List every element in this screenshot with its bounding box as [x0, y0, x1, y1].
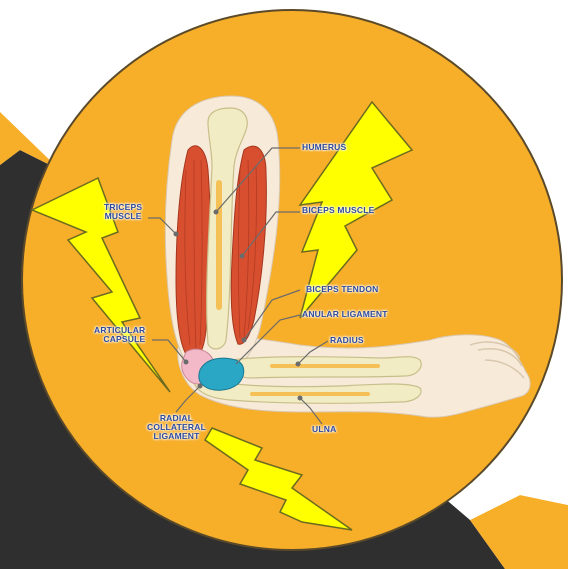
- label-humerus: HUMERUS: [302, 143, 346, 152]
- label-triceps-line2: MUSCLE: [104, 212, 142, 221]
- label-triceps-muscle: TRICEPS MUSCLE: [104, 203, 142, 221]
- label-articular-capsule: ARTICULAR CAPSULE: [94, 326, 145, 344]
- label-ulna: ULNA: [312, 425, 336, 434]
- label-biceps-muscle: BICEPS MUSCLE: [302, 206, 375, 215]
- radius-marrow: [270, 364, 380, 368]
- label-radial-collateral-ligament: RADIAL COLLATERAL LIGAMENT: [147, 414, 206, 441]
- label-radius: RADIUS: [330, 336, 364, 345]
- label-articular-line2: CAPSULE: [94, 335, 145, 344]
- label-radial-line3: LIGAMENT: [147, 432, 206, 441]
- label-biceps-tendon: BICEPS TENDON: [306, 285, 379, 294]
- ulna-marrow: [250, 392, 370, 396]
- humerus-marrow: [216, 180, 222, 310]
- label-anular-ligament: ANULAR LIGAMENT: [302, 310, 388, 319]
